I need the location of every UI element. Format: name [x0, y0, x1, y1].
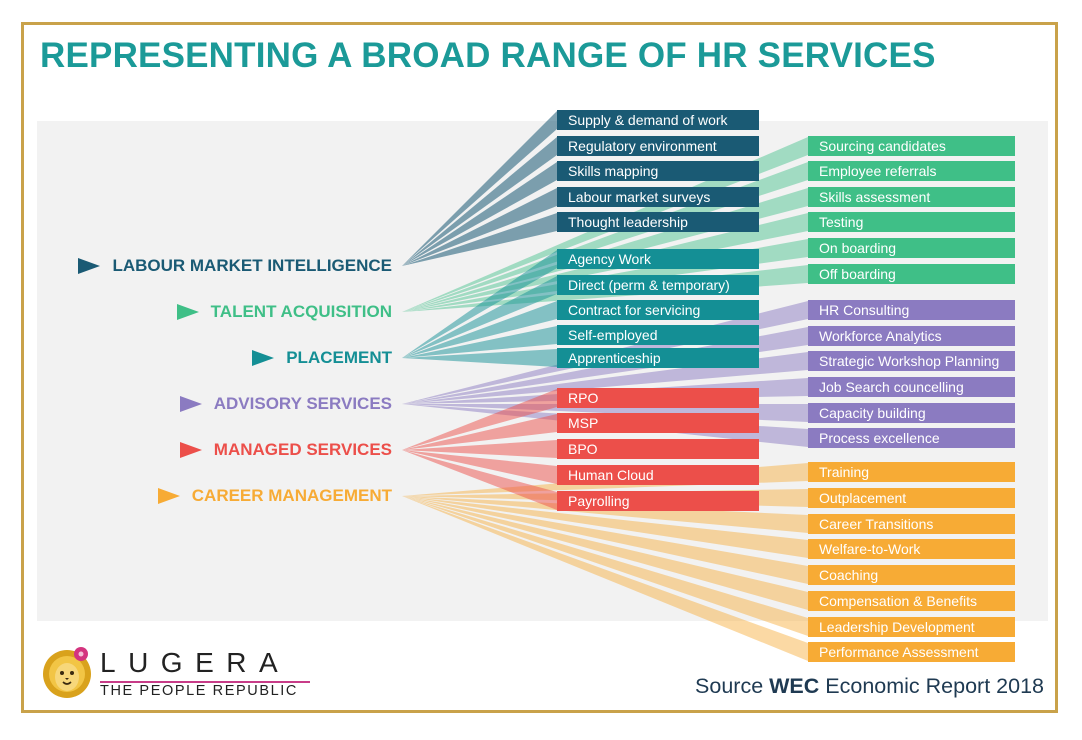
service-talent-3: Testing	[808, 212, 1015, 232]
brand-underline	[100, 681, 310, 683]
category-career: CAREER MANAGEMENT	[60, 484, 392, 508]
service-talent-2: Skills assessment	[808, 187, 1015, 207]
service-career-0: Training	[808, 462, 1015, 482]
fan-career-7	[402, 496, 808, 661]
fan-labour-2	[402, 162, 557, 266]
category-managed: MANAGED SERVICES	[60, 438, 392, 462]
service-managed-0: RPO	[557, 388, 759, 408]
service-career-4: Coaching	[808, 565, 1015, 585]
category-label: MANAGED SERVICES	[213, 440, 392, 459]
fan-career-5	[402, 496, 808, 610]
fan-labour-0	[402, 111, 557, 266]
service-placement-2: Contract for servicing	[557, 300, 759, 320]
service-labour-2: Skills mapping	[557, 161, 759, 181]
service-career-7: Performance Assessment	[808, 642, 1015, 662]
service-placement-3: Self-employed	[557, 325, 759, 345]
category-label: PLACEMENT	[286, 348, 392, 367]
source-org: WEC	[769, 674, 820, 698]
service-career-6: Leadership Development	[808, 617, 1015, 637]
service-labour-1: Regulatory environment	[557, 136, 759, 156]
fan-placement-0	[402, 250, 557, 358]
fan-placement-3	[402, 326, 557, 358]
fan-managed-1	[402, 414, 557, 450]
category-label: CAREER MANAGEMENT	[191, 486, 392, 505]
service-talent-0: Sourcing candidates	[808, 136, 1015, 156]
source-suffix: Economic Report 2018	[819, 674, 1044, 698]
service-labour-0: Supply & demand of work	[557, 110, 759, 130]
category-label: ADVISORY SERVICES	[213, 394, 392, 413]
service-advisory-3: Job Search councelling	[808, 377, 1015, 397]
fan-career-6	[402, 496, 808, 636]
source-prefix: Source	[695, 674, 770, 698]
triangle-arrow-icon	[179, 396, 202, 412]
service-talent-4: On boarding	[808, 238, 1015, 258]
fan-career-4	[402, 496, 808, 584]
service-labour-3: Labour market surveys	[557, 187, 759, 207]
service-career-5: Compensation & Benefits	[808, 591, 1015, 611]
fan-managed-3	[402, 450, 557, 484]
category-labour: LABOUR MARKET INTELLIGENCE	[60, 254, 392, 278]
fan-labour-3	[402, 188, 557, 266]
triangle-arrow-icon	[176, 304, 199, 320]
service-labour-4: Thought leadership	[557, 212, 759, 232]
service-advisory-1: Workforce Analytics	[808, 326, 1015, 346]
triangle-arrow-icon	[252, 350, 275, 366]
service-placement-1: Direct (perm & temporary)	[557, 275, 759, 295]
fan-managed-4	[402, 450, 557, 510]
fan-labour-1	[402, 137, 557, 266]
category-label: TALENT ACQUISITION	[210, 302, 392, 321]
fan-placement-2	[402, 301, 557, 358]
fan-placement-1	[402, 276, 557, 358]
service-managed-4: Payrolling	[557, 491, 759, 511]
fan-placement-4	[402, 349, 557, 367]
service-talent-5: Off boarding	[808, 264, 1015, 284]
service-advisory-0: HR Consulting	[808, 300, 1015, 320]
service-advisory-2: Strategic Workshop Planning	[808, 351, 1015, 371]
service-managed-2: BPO	[557, 439, 759, 459]
service-managed-1: MSP	[557, 413, 759, 433]
service-managed-3: Human Cloud	[557, 465, 759, 485]
service-talent-1: Employee referrals	[808, 161, 1015, 181]
category-talent: TALENT ACQUISITION	[60, 300, 392, 324]
brand-name: LUGERA	[100, 647, 291, 678]
page-title: REPRESENTING A BROAD RANGE OF HR SERVICE…	[40, 36, 936, 75]
fan-career-3	[402, 496, 808, 558]
service-placement-0: Agency Work	[557, 249, 759, 269]
service-career-2: Career Transitions	[808, 514, 1015, 534]
fan-career-2	[402, 496, 808, 533]
source-note: Source WEC Economic Report 2018	[695, 674, 1044, 699]
brand-tagline: THE PEOPLE REPUBLIC	[100, 683, 299, 699]
triangle-arrow-icon	[78, 258, 101, 274]
category-placement: PLACEMENT	[60, 346, 392, 370]
lion-head-icon	[43, 647, 91, 698]
triangle-arrow-icon	[157, 488, 180, 504]
service-career-3: Welfare-to-Work	[808, 539, 1015, 559]
fan-managed-2	[402, 440, 557, 458]
service-career-1: Outplacement	[808, 488, 1015, 508]
fan-labour-4	[402, 213, 557, 266]
category-advisory: ADVISORY SERVICES	[60, 392, 392, 416]
service-placement-4: Apprenticeship	[557, 348, 759, 368]
fan-managed-0	[402, 389, 557, 450]
lugera-logo: LUGERA THE PEOPLE REPUBLIC	[42, 645, 322, 701]
category-label: LABOUR MARKET INTELLIGENCE	[112, 256, 392, 275]
triangle-arrow-icon	[179, 442, 202, 458]
service-advisory-5: Process excellence	[808, 428, 1015, 448]
service-advisory-4: Capacity building	[808, 403, 1015, 423]
